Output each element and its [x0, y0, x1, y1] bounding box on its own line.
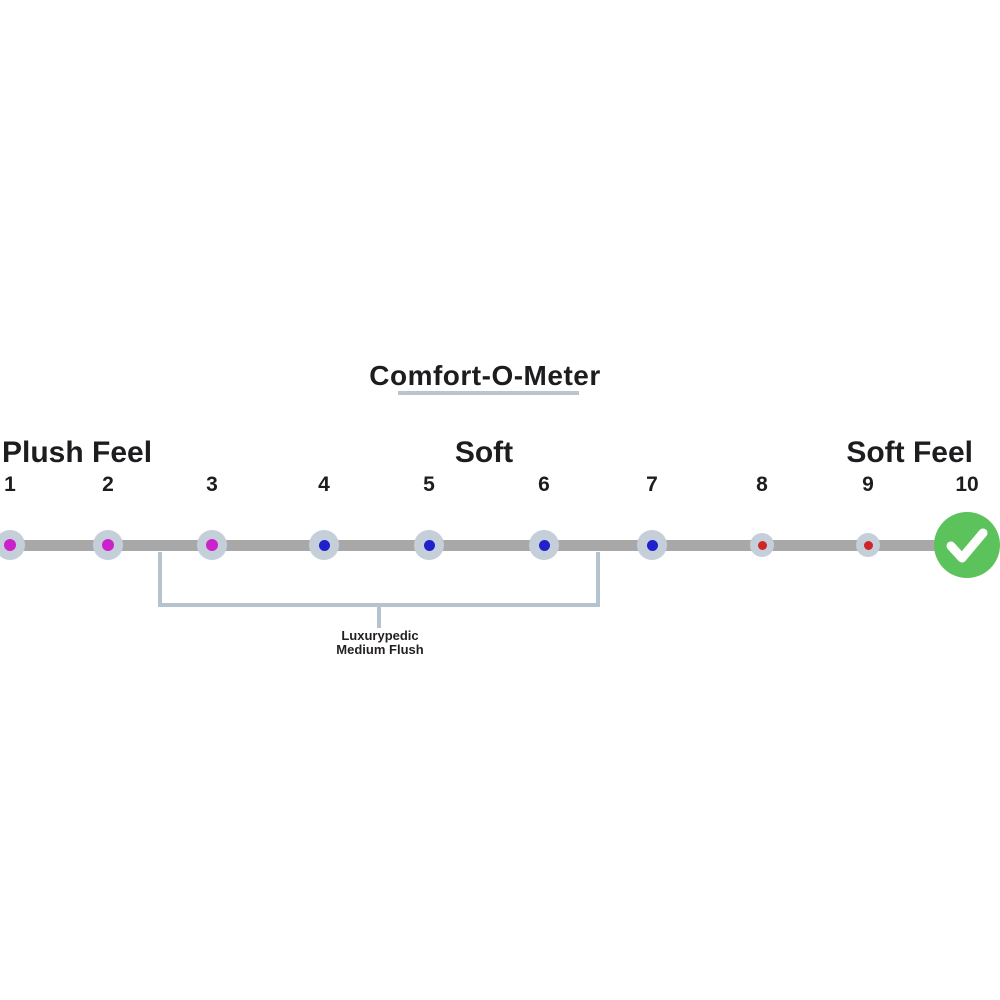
scale-dot-4 [309, 530, 339, 560]
bracket-left-line [158, 552, 162, 607]
scale-dot-core-1 [4, 539, 16, 551]
bracket-stem-line [377, 607, 381, 628]
scale-dot-core-7 [646, 539, 658, 551]
scale-dot-core-4 [318, 539, 330, 551]
page-title: Comfort-O-Meter [369, 360, 601, 391]
label-plush-feel: Plush Feel [2, 436, 153, 469]
scale-dot-3 [197, 530, 227, 560]
annotation-label: Luxurypedic Medium Flush [336, 629, 423, 657]
scale-dot-2 [93, 530, 123, 560]
scale-dot-core-3 [206, 539, 218, 551]
scale-dot-9 [856, 533, 880, 557]
scale-dot-core-8 [757, 540, 767, 550]
meter-bar [0, 540, 950, 551]
bracket-right-line [596, 552, 600, 607]
label-soft: Soft [454, 436, 514, 469]
checkmark-icon [946, 528, 988, 563]
scale-dot-8 [750, 533, 774, 557]
scale-number-5: 5 [423, 473, 435, 496]
scale-number-8: 8 [756, 473, 768, 496]
scale-dot-6 [529, 530, 559, 560]
scale-dot-core-2 [102, 539, 114, 551]
annotation-line1: Luxurypedic [341, 628, 419, 643]
title-underline [398, 391, 579, 395]
scale-number-6: 6 [538, 473, 550, 496]
scale-dot-1 [0, 530, 25, 560]
annotation-line2: Medium Flush [336, 642, 424, 657]
scale-dot-core-6 [538, 539, 550, 551]
scale-number-7: 7 [646, 473, 658, 496]
scale-number-2: 2 [102, 473, 114, 496]
selected-check-icon [934, 512, 1000, 578]
scale-number-10: 10 [955, 473, 979, 496]
scale-dot-core-5 [423, 539, 435, 551]
scale-number-4: 4 [318, 473, 330, 496]
bracket-horizontal-line [158, 603, 600, 607]
scale-number-9: 9 [862, 473, 874, 496]
scale-number-3: 3 [206, 473, 218, 496]
scale-dot-7 [637, 530, 667, 560]
scale-dot-5 [414, 530, 444, 560]
label-soft-feel: Soft Feel [846, 436, 973, 469]
scale-number-1: 1 [4, 473, 16, 496]
scale-dot-core-9 [863, 540, 873, 550]
